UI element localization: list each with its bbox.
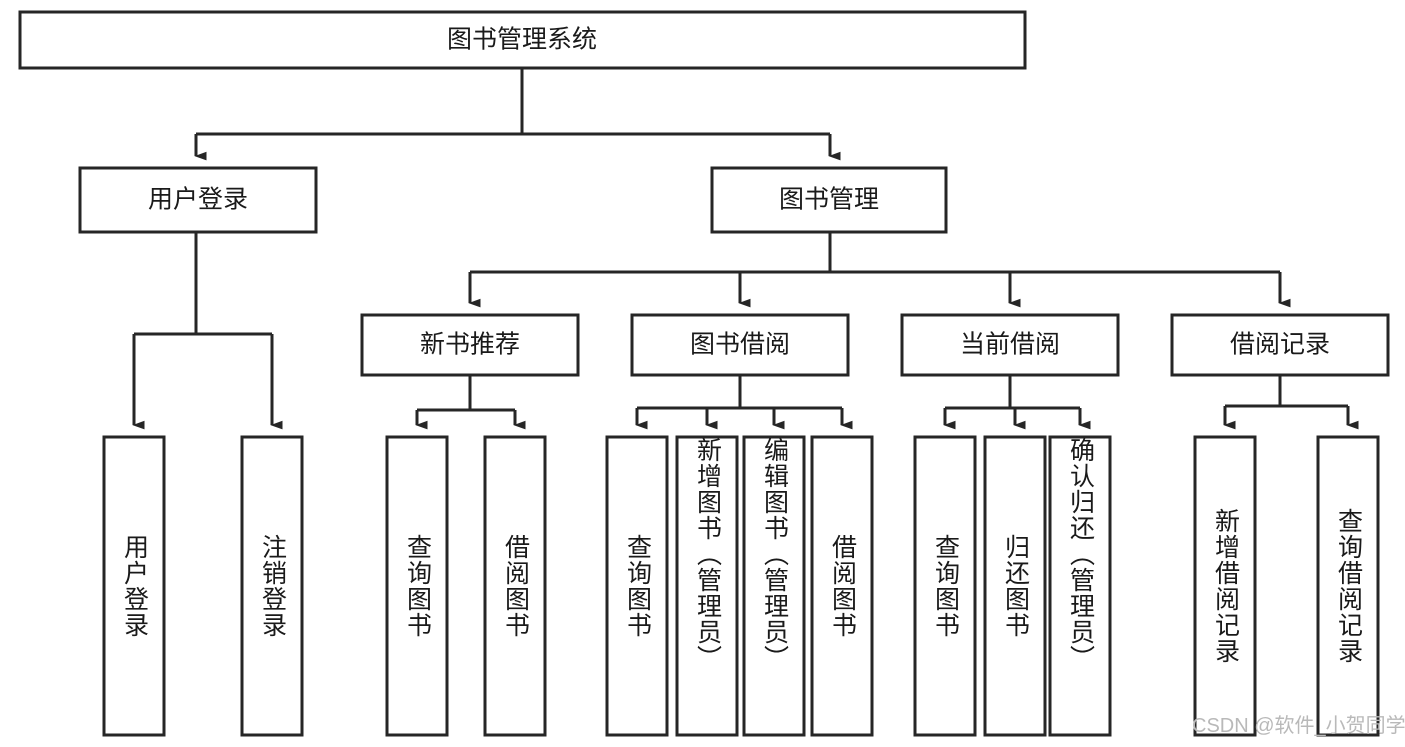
node-user-login-label: 用户登录 xyxy=(148,186,248,214)
node-current-borrow-label: 当前借阅 xyxy=(960,331,1060,359)
node-book-manage[interactable]: 图书管理 xyxy=(710,166,948,234)
node-borrow-record[interactable]: 借阅记录 xyxy=(1170,313,1390,377)
node-book-manage-label: 图书管理 xyxy=(779,186,879,214)
leaf-box-edit-book[interactable] xyxy=(742,435,806,737)
node-root-box[interactable] xyxy=(18,10,1027,70)
connector-group-new-book-recommend xyxy=(415,375,526,430)
leaf-box-query-book-2[interactable] xyxy=(605,435,669,737)
node-borrow-record-label: 借阅记录 xyxy=(1230,331,1330,359)
node-root-label: 图书管理系统 xyxy=(447,26,597,54)
node-user-login-box[interactable] xyxy=(78,166,318,234)
leaf-box-add-record[interactable] xyxy=(1193,435,1257,737)
leaf-box-query-book-3[interactable] xyxy=(913,435,977,737)
node-current-borrow[interactable]: 当前借阅 xyxy=(900,313,1120,377)
connector-group-book-manage xyxy=(468,232,1291,308)
leaf-box-group xyxy=(102,435,1380,737)
node-new-book-recommend-label: 新书推荐 xyxy=(420,331,520,359)
leaf-box-query-book-1[interactable] xyxy=(385,435,449,737)
connector-group-root xyxy=(194,68,841,161)
node-current-borrow-box[interactable] xyxy=(900,313,1120,377)
node-root[interactable]: 图书管理系统 xyxy=(18,10,1027,70)
leaf-box-confirm-return[interactable] xyxy=(1048,435,1112,737)
node-new-book-recommend-box[interactable] xyxy=(360,313,580,377)
node-book-borrow-label: 图书借阅 xyxy=(690,331,790,359)
connector-group-current-borrow xyxy=(943,375,1091,430)
connector-group-user-login xyxy=(132,232,283,430)
leaf-box-borrow-book-1[interactable] xyxy=(483,435,547,737)
connector-group-borrow-record xyxy=(1223,375,1359,430)
leaf-box-add-book[interactable] xyxy=(675,435,739,737)
leaf-box-user-login[interactable] xyxy=(102,435,166,737)
leaf-box-logout[interactable] xyxy=(240,435,304,737)
node-book-manage-box[interactable] xyxy=(710,166,948,234)
leaf-box-borrow-book-2[interactable] xyxy=(810,435,874,737)
node-borrow-record-box[interactable] xyxy=(1170,313,1390,377)
leaf-box-return-book[interactable] xyxy=(983,435,1047,737)
node-book-borrow[interactable]: 图书借阅 xyxy=(630,313,850,377)
connector-group-book-borrow xyxy=(635,375,853,430)
leaf-box-query-record[interactable] xyxy=(1316,435,1380,737)
node-book-borrow-box[interactable] xyxy=(630,313,850,377)
node-new-book-recommend[interactable]: 新书推荐 xyxy=(360,313,580,377)
node-user-login[interactable]: 用户登录 xyxy=(78,166,318,234)
